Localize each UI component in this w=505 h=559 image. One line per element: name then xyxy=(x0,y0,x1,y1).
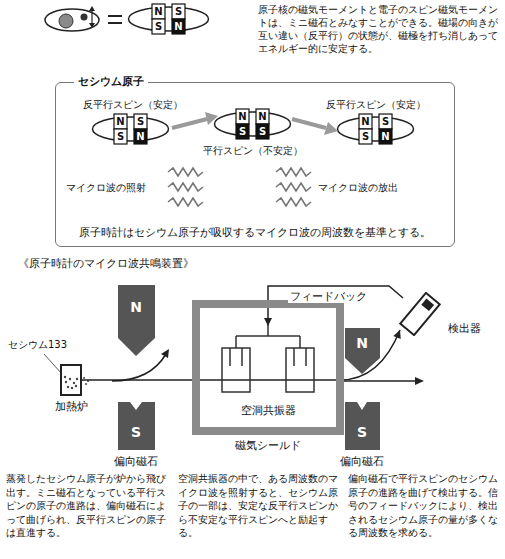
mini-magnet-half xyxy=(134,114,147,129)
magnet-pole-letter: S xyxy=(114,130,128,144)
edge-label: フィードバック xyxy=(288,290,369,303)
waveguide xyxy=(222,326,314,392)
mini-magnet-half xyxy=(134,129,147,144)
magnet-pole-letter: N xyxy=(236,110,250,124)
magnet-pole-letter: S xyxy=(379,115,393,129)
equals-sign xyxy=(108,15,122,17)
caption-text: 蒸発したセシウム原子が炉から飛び出す。ミニ磁石となっている平行スピンの原子の進路… xyxy=(6,472,172,540)
magnet-pole-letter: N xyxy=(152,5,166,19)
transition-arrow-head xyxy=(205,112,218,125)
mini-magnet-half xyxy=(172,19,185,34)
mini-magnet-half xyxy=(114,114,127,129)
magnet-pole-letter: S xyxy=(134,115,148,129)
deflection-magnet xyxy=(118,402,155,450)
magnet-pole-letter: N xyxy=(359,115,373,129)
mini-magnet-half xyxy=(236,124,249,139)
magnet-pole-letter: N xyxy=(134,130,148,144)
magnet-pole-letter: N xyxy=(379,130,393,144)
caption-text: 空洞共振器の中で、ある周波数のマイクロ波を照射すると、セシウム原子の一部は、安定… xyxy=(178,472,340,540)
state-label: 反平行スピン（安定） xyxy=(320,98,432,111)
magnet-pole-letter: N xyxy=(114,115,128,129)
magnet-pole-letter: S xyxy=(172,5,186,19)
mini-magnet-half xyxy=(359,129,372,144)
arrow-head xyxy=(264,318,272,326)
mini-magnet-half xyxy=(236,109,249,124)
resonator-cell xyxy=(222,348,250,392)
spin-arrow-head xyxy=(89,6,95,11)
part-label: 偏向磁石 xyxy=(334,455,390,468)
state-label: 反平行スピン（安定） xyxy=(78,98,188,111)
part-label: セシウム133 xyxy=(8,338,88,351)
mini-magnet-half xyxy=(256,109,269,124)
furnace-box: 加熱炉 xyxy=(60,364,82,396)
equals-sign xyxy=(108,22,122,24)
detector-body xyxy=(400,293,440,335)
atom-orbit xyxy=(215,112,291,136)
magnet-pole-letter: S xyxy=(353,423,371,441)
node-label: 検出器 xyxy=(448,322,492,336)
deflection-magnet xyxy=(118,285,155,356)
magnet-pole-letter: N xyxy=(256,110,270,124)
atom-orbit xyxy=(338,117,414,141)
detector-window xyxy=(421,299,434,312)
magnet-pole-letter: S xyxy=(236,125,250,139)
atom-orbit xyxy=(129,7,209,31)
magnet-pole-letter: S xyxy=(152,20,166,34)
cavity-resonator: 空洞共振器 xyxy=(212,326,324,424)
magnet-pole-letter: S xyxy=(359,130,373,144)
magnetic-shield: 磁気シールド空洞共振器 xyxy=(192,300,344,435)
node-label: 加熱炉 xyxy=(48,400,94,413)
connector xyxy=(82,330,400,380)
beam-arrow-head xyxy=(415,377,424,385)
node-label: 空洞共振器 xyxy=(212,404,324,418)
arrow-head xyxy=(393,330,400,339)
mini-magnet-half xyxy=(152,4,165,19)
magnet-pole-letter: N xyxy=(172,20,186,34)
state-label: 平行スピン（不安定） xyxy=(197,144,309,157)
atom-orbit xyxy=(93,117,169,141)
note-text: 原子時計はセシウム原子が吸収するマイクロ波の周波数を基準とする。 xyxy=(62,225,448,239)
spin-arrow-head xyxy=(89,23,95,28)
deflection-magnet xyxy=(345,402,380,450)
magnet-pole-letter: N xyxy=(353,334,371,352)
node-label: セシウム原子 xyxy=(74,74,148,89)
cesium-grains xyxy=(64,376,89,389)
transition-arrow-head xyxy=(324,122,338,135)
microwave-label: マイクロ波の放出 xyxy=(318,181,418,194)
atom-orbit xyxy=(45,9,99,31)
mini-magnet-half xyxy=(359,114,372,129)
mini-magnet-half xyxy=(172,4,185,19)
microwave xyxy=(168,168,311,206)
part-label: 偏向磁石 xyxy=(108,455,164,468)
electron xyxy=(81,14,88,21)
magnet-pole-letter: S xyxy=(256,125,270,139)
resonator-probe xyxy=(230,348,306,366)
mini-magnet-half xyxy=(256,124,269,139)
caption-text: 偏向磁石で平行スピンのセシウム原子の進路を曲げて検出する。信号のフィードバックに… xyxy=(348,472,500,540)
spin-arrow xyxy=(91,9,92,25)
mini-magnet-half xyxy=(379,114,392,129)
resonator-cell xyxy=(286,348,314,392)
detector-box: 検出器 xyxy=(395,292,445,336)
transition-arrow xyxy=(292,119,326,128)
mini-magnet-half xyxy=(379,129,392,144)
beam-arrow-head xyxy=(161,349,169,358)
magnet-pole-letter: N xyxy=(127,298,145,316)
explanation-text: 原子核の磁気モーメントと電子のスピン磁気モーメントは、ミニ磁石とみなすことができ… xyxy=(258,3,500,55)
section-title: 《原子時計のマイクロ波共鳴装置》 xyxy=(18,257,268,271)
magnet-pole-letter: S xyxy=(127,423,145,441)
transition-arrow xyxy=(172,119,207,128)
straight-beam xyxy=(340,380,416,382)
microwave-label: マイクロ波の照射 xyxy=(66,181,164,194)
mini-magnet-half xyxy=(152,19,165,34)
nucleus xyxy=(59,14,73,28)
deflected-beam xyxy=(112,354,166,381)
detector-drawing xyxy=(395,292,445,336)
mini-magnet-half xyxy=(114,129,127,144)
node-label: 磁気シールド xyxy=(192,439,344,453)
waveguide-line xyxy=(236,326,300,348)
